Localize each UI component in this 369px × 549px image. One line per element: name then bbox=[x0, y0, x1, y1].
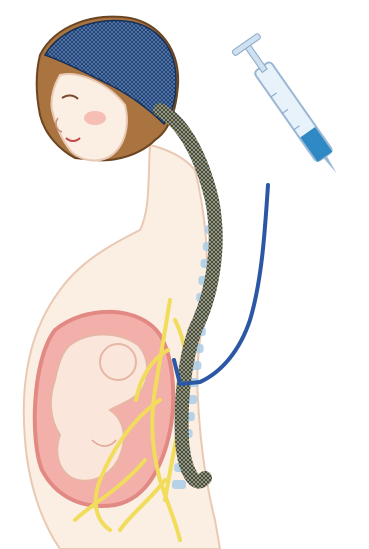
mother-head bbox=[37, 17, 179, 161]
fetus-head bbox=[100, 344, 136, 380]
cheek bbox=[84, 111, 106, 125]
syringe-icon bbox=[232, 33, 350, 182]
vertebra bbox=[172, 480, 186, 489]
